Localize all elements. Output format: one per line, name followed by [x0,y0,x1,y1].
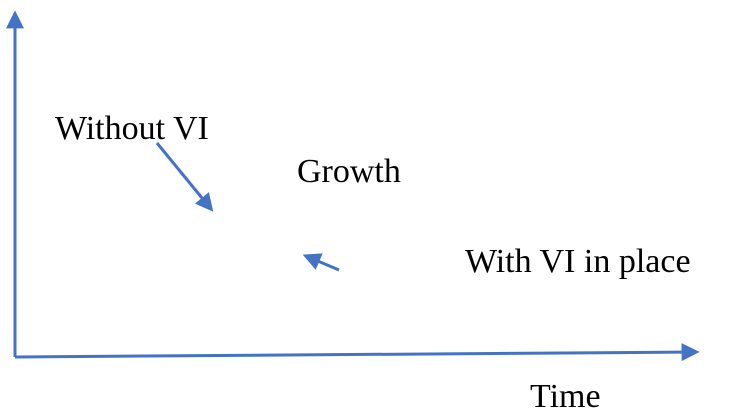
growth-label: Growth [297,153,401,190]
without-vi-label: Without VI [55,110,209,147]
without-vi-pointer-arrow [155,142,214,212]
with-vi-label: With VI in place [465,243,691,280]
with-vi-pointer-arrow [302,253,340,272]
x-axis-arrow [14,343,700,362]
x-axis-label: Time [530,378,601,413]
